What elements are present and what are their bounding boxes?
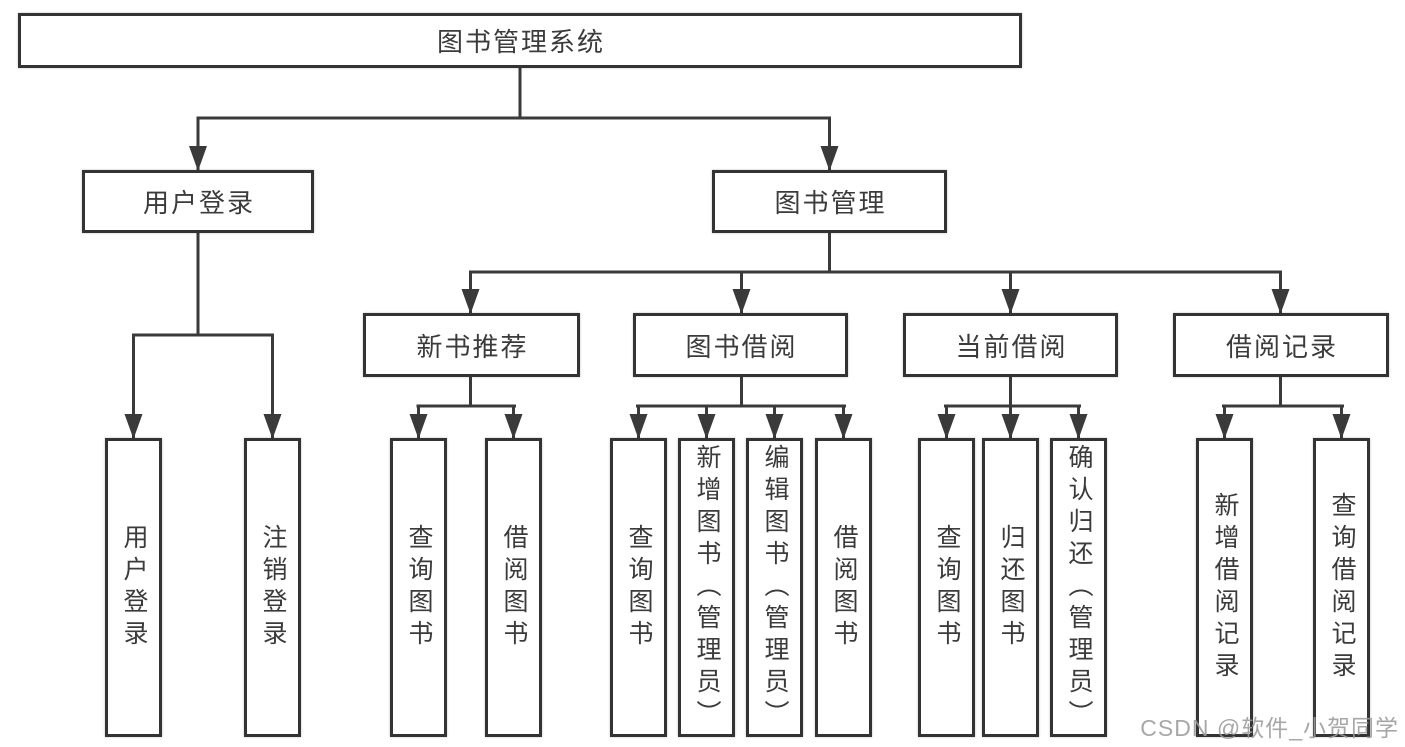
leaf-borrow-book: 借阅图书 xyxy=(485,438,542,737)
leaf-label: 新增图书（管理员） xyxy=(693,443,721,732)
leaf-user-login: 用户登录 xyxy=(105,438,162,737)
node-new-book-recommend: 新书推荐 xyxy=(363,313,580,377)
node-label: 图书管理系统 xyxy=(436,27,605,57)
leaf-confirm-return-admin: 确认归还（管理员） xyxy=(1050,438,1107,737)
leaf-return-book: 归还图书 xyxy=(982,438,1039,737)
leaf-label: 编辑图书（管理员） xyxy=(761,443,789,732)
node-book-borrow: 图书借阅 xyxy=(633,313,848,377)
leaf-edit-book-admin: 编辑图书（管理员） xyxy=(746,438,803,737)
node-library-system: 图书管理系统 xyxy=(18,13,1022,68)
node-user-login: 用户登录 xyxy=(82,170,314,233)
node-book-management: 图书管理 xyxy=(712,170,947,233)
node-label: 图书管理 xyxy=(774,188,887,218)
node-label: 图书借阅 xyxy=(685,331,798,362)
node-label: 借阅记录 xyxy=(1225,331,1338,362)
leaf-label: 注销登录 xyxy=(259,523,287,652)
leaf-label: 查询图书 xyxy=(625,523,653,652)
leaf-label: 查询借阅记录 xyxy=(1328,491,1356,684)
leaf-label: 确认归还（管理员） xyxy=(1065,443,1093,732)
leaf-borrow-book: 借阅图书 xyxy=(815,438,872,737)
leaf-query-book: 查询图书 xyxy=(390,438,447,737)
node-current-borrow: 当前借阅 xyxy=(903,313,1118,377)
leaf-query-book: 查询图书 xyxy=(610,438,667,737)
node-label: 新书推荐 xyxy=(416,331,529,362)
leaf-add-borrow-record: 新增借阅记录 xyxy=(1196,438,1253,737)
leaf-label: 借阅图书 xyxy=(500,523,528,652)
leaf-label: 新增借阅记录 xyxy=(1211,491,1239,684)
leaf-query-book: 查询图书 xyxy=(918,438,975,737)
node-borrow-records: 借阅记录 xyxy=(1173,313,1389,377)
leaf-label: 归还图书 xyxy=(997,523,1025,652)
leaf-query-borrow-record: 查询借阅记录 xyxy=(1313,438,1370,737)
leaf-logout: 注销登录 xyxy=(244,438,301,737)
leaf-label: 用户登录 xyxy=(120,523,148,652)
leaf-label: 查询图书 xyxy=(933,523,961,652)
leaf-label: 借阅图书 xyxy=(830,523,858,652)
csdn-watermark: CSDN @软件_小贺同学 xyxy=(1140,715,1399,741)
leaf-add-book-admin: 新增图书（管理员） xyxy=(678,438,735,737)
node-label: 当前借阅 xyxy=(955,331,1068,362)
node-label: 用户登录 xyxy=(142,188,255,218)
leaf-label: 查询图书 xyxy=(405,523,433,652)
